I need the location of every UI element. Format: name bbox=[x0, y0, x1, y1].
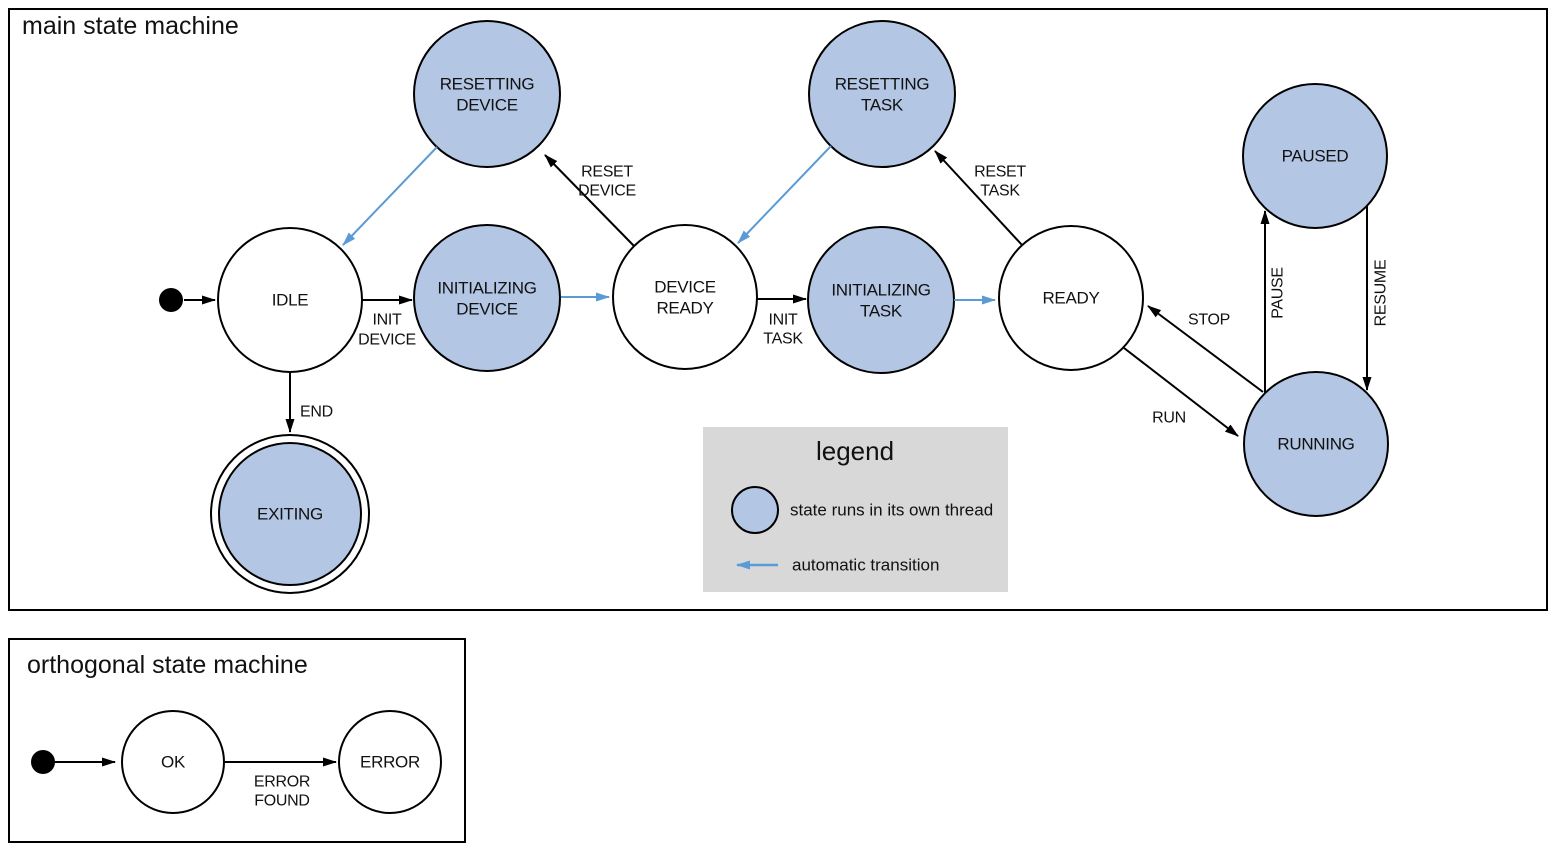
transition-auto-resetting-device-to-idle bbox=[342, 146, 438, 246]
state-exiting-label: EXITING bbox=[257, 505, 323, 524]
final-state-exiting-inner bbox=[218, 442, 362, 586]
transition-run bbox=[1123, 347, 1239, 437]
state-device-ready-label-line1: DEVICE bbox=[654, 278, 716, 297]
transition-error-found-label-line1: ERROR bbox=[254, 774, 310, 791]
initial-state-dot bbox=[159, 288, 183, 312]
state-initializing-device bbox=[413, 224, 561, 372]
state-running-label: RUNNING bbox=[1277, 435, 1354, 454]
transition-init-device-label-line2: DEVICE bbox=[358, 332, 416, 349]
transition-auto-resetting-task-to-device-ready bbox=[737, 145, 832, 244]
state-ok-label: OK bbox=[161, 753, 186, 772]
transition-init-task-label-line2: TASK bbox=[763, 331, 803, 348]
state-initializing-device-label-line2: DEVICE bbox=[456, 300, 518, 319]
state-resetting-task bbox=[808, 20, 956, 168]
transition-end-label: END bbox=[300, 404, 333, 421]
transition-reset-task-label-line2: TASK bbox=[980, 183, 1020, 200]
state-resetting-device-label-line1: RESETTING bbox=[440, 75, 535, 94]
transition-init-device-label-line1: INIT bbox=[372, 312, 402, 329]
transition-pause-label: PAUSE bbox=[1270, 267, 1287, 319]
legend-thread-state-icon bbox=[731, 486, 779, 534]
state-running bbox=[1243, 371, 1389, 517]
main-machine-title: main state machine bbox=[22, 12, 239, 40]
transition-error-found-label-line2: FOUND bbox=[254, 793, 309, 810]
state-paused-label: PAUSED bbox=[1282, 147, 1349, 166]
transition-reset-device-label-line1: RESET bbox=[581, 164, 633, 181]
state-initializing-task bbox=[807, 226, 955, 374]
orthogonal-initial-state-dot bbox=[31, 750, 55, 774]
transition-run-label: RUN bbox=[1152, 410, 1186, 427]
legend-auto-transition-label: automatic transition bbox=[792, 556, 939, 575]
transition-stop-label: STOP bbox=[1188, 312, 1230, 329]
state-paused bbox=[1242, 83, 1388, 229]
transition-resume-label: RESUME bbox=[1373, 260, 1390, 327]
state-resetting-device bbox=[413, 20, 561, 168]
orthogonal-state-machine: orthogonal state machine OK ERROR ERROR … bbox=[8, 638, 466, 843]
state-error bbox=[338, 710, 442, 814]
state-ready-label: READY bbox=[1042, 289, 1099, 308]
orthogonal-machine-frame bbox=[8, 638, 466, 843]
state-ready bbox=[998, 225, 1144, 371]
legend-title: legend bbox=[816, 436, 894, 466]
state-resetting-task-label-line1: RESETTING bbox=[835, 75, 930, 94]
transition-reset-device bbox=[544, 154, 635, 247]
transition-reset-task bbox=[934, 150, 1023, 246]
orthogonal-machine-title: orthogonal state machine bbox=[27, 651, 308, 679]
transition-reset-device-label-line2: DEVICE bbox=[578, 183, 636, 200]
main-machine-frame bbox=[8, 8, 1548, 611]
state-resetting-task-label-line2: TASK bbox=[861, 96, 904, 115]
transition-init-task-label-line1: INIT bbox=[768, 312, 798, 329]
state-device-ready bbox=[612, 224, 758, 370]
main-state-machine: main state machine IDLE RESETTING DEVICE… bbox=[8, 8, 1548, 611]
state-device-ready-label-line2: READY bbox=[656, 299, 713, 318]
transition-stop bbox=[1147, 305, 1264, 393]
state-idle-label: IDLE bbox=[272, 291, 309, 310]
legend-thread-state-label: state runs in its own thread bbox=[790, 501, 993, 520]
state-initializing-task-label-line1: INITIALIZING bbox=[831, 281, 930, 300]
transition-reset-task-label-line1: RESET bbox=[974, 164, 1026, 181]
state-resetting-device-label-line2: DEVICE bbox=[456, 96, 518, 115]
state-initializing-device-label-line1: INITIALIZING bbox=[437, 279, 536, 298]
legend: legend state runs in its own thread auto… bbox=[703, 427, 1008, 592]
state-error-label: ERROR bbox=[360, 753, 420, 772]
state-initializing-task-label-line2: TASK bbox=[860, 302, 903, 321]
